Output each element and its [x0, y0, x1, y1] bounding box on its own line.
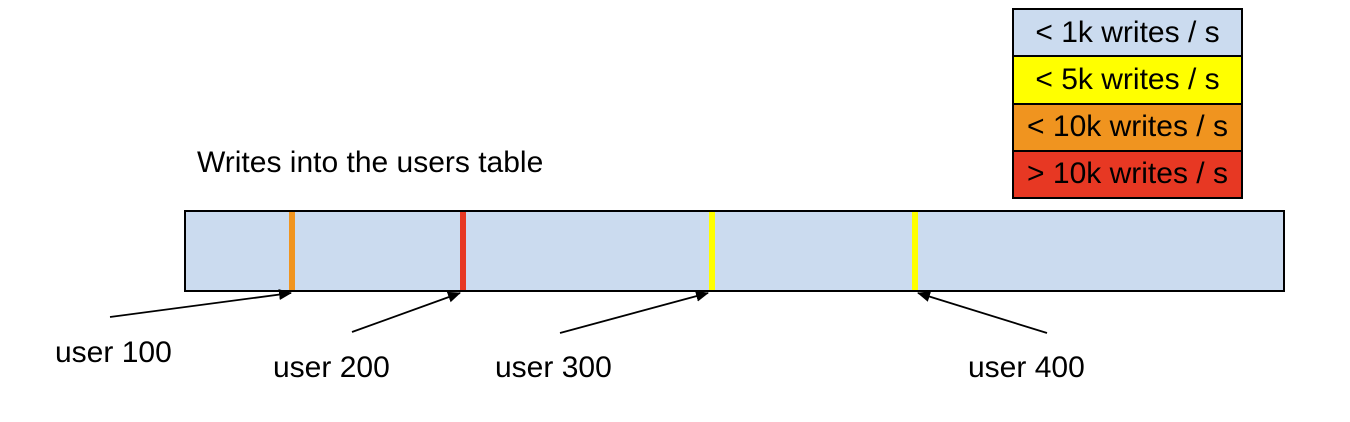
arrow-user-300 [559, 290, 709, 334]
legend-label: < 1k writes / s [1035, 15, 1220, 49]
arrow-user-100 [109, 289, 292, 318]
legend-label: > 10k writes / s [1027, 157, 1228, 191]
rate-marker-user-300 [709, 212, 715, 290]
write-rate-legend: < 1k writes / s < 5k writes / s < 10k writ… [1012, 8, 1243, 199]
diagram-title: Writes into the users table [197, 146, 544, 179]
rate-marker-user-400 [912, 212, 918, 290]
rate-marker-user-200 [460, 212, 466, 290]
user-label-user-100: user 100 [55, 336, 172, 369]
legend-item--5k-writes-s: < 5k writes / s [1014, 55, 1241, 103]
legend-label: < 10k writes / s [1027, 110, 1228, 144]
legend-item--10k-writes-s: > 10k writes / s [1014, 149, 1241, 197]
legend-label: < 5k writes / s [1035, 62, 1220, 96]
user-label-user-300: user 300 [495, 351, 612, 384]
rate-marker-user-100 [289, 212, 295, 290]
users-table-bar [184, 210, 1285, 292]
legend-item--10k-writes-s: < 10k writes / s [1014, 102, 1241, 150]
user-label-user-400: user 400 [968, 351, 1085, 384]
user-label-user-200: user 200 [273, 351, 390, 384]
arrow-user-400 [917, 291, 1048, 334]
arrow-user-200 [351, 291, 461, 333]
legend-item--1k-writes-s: < 1k writes / s [1014, 10, 1241, 56]
